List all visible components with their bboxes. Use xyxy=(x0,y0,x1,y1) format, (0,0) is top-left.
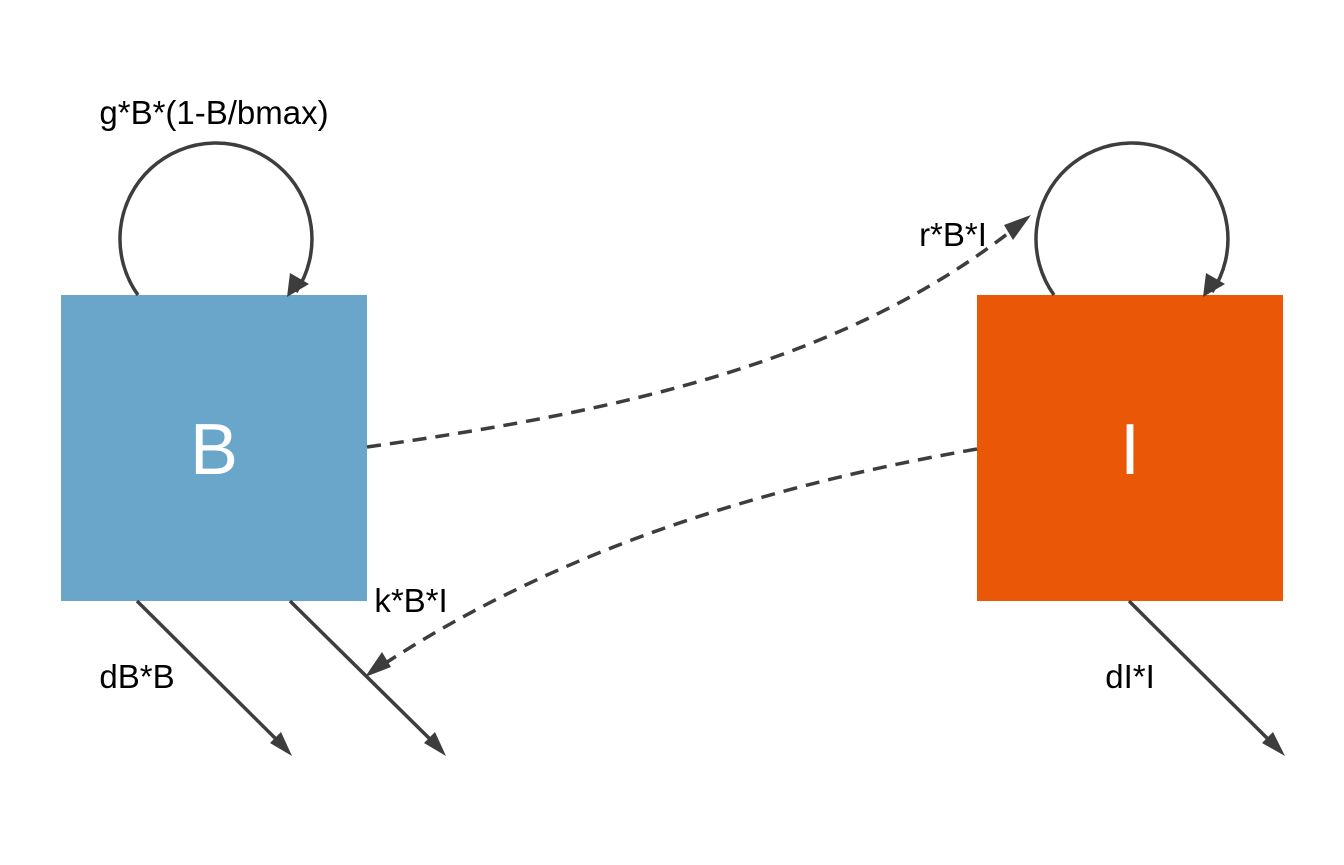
i-death-arrow xyxy=(1127,599,1277,748)
i-loop-arrow xyxy=(1034,141,1230,297)
i-to-b-arrowhead xyxy=(365,652,391,677)
b-growth-arrowhead xyxy=(287,273,309,297)
b-loss-k-arrow xyxy=(288,599,439,748)
b-loss-k-label: k*B*I xyxy=(374,582,447,619)
i-death-arrowhead xyxy=(1262,732,1285,756)
b-death-arrowhead xyxy=(270,732,292,756)
i-to-b-dashed-arrow xyxy=(374,447,978,672)
i-loop-arrowhead xyxy=(1203,273,1225,297)
compartment-b-box xyxy=(61,295,367,601)
b-death-label: dB*B xyxy=(99,658,174,695)
b-growth-loop-arrow xyxy=(118,141,314,297)
i-production-label: r*B*I xyxy=(919,216,987,253)
b-loss-k-arrowhead xyxy=(424,732,446,756)
compartment-i-box xyxy=(977,295,1283,601)
b-growth-label: g*B*(1-B/bmax) xyxy=(99,94,328,131)
b-to-i-arrowhead xyxy=(1004,215,1031,240)
b-death-arrow xyxy=(135,599,285,748)
compartment-i-label: I xyxy=(1120,410,1140,490)
compartment-b-label: B xyxy=(190,410,238,490)
i-death-label: dI*I xyxy=(1105,658,1155,695)
b-to-i-dashed-arrow xyxy=(366,222,1022,449)
